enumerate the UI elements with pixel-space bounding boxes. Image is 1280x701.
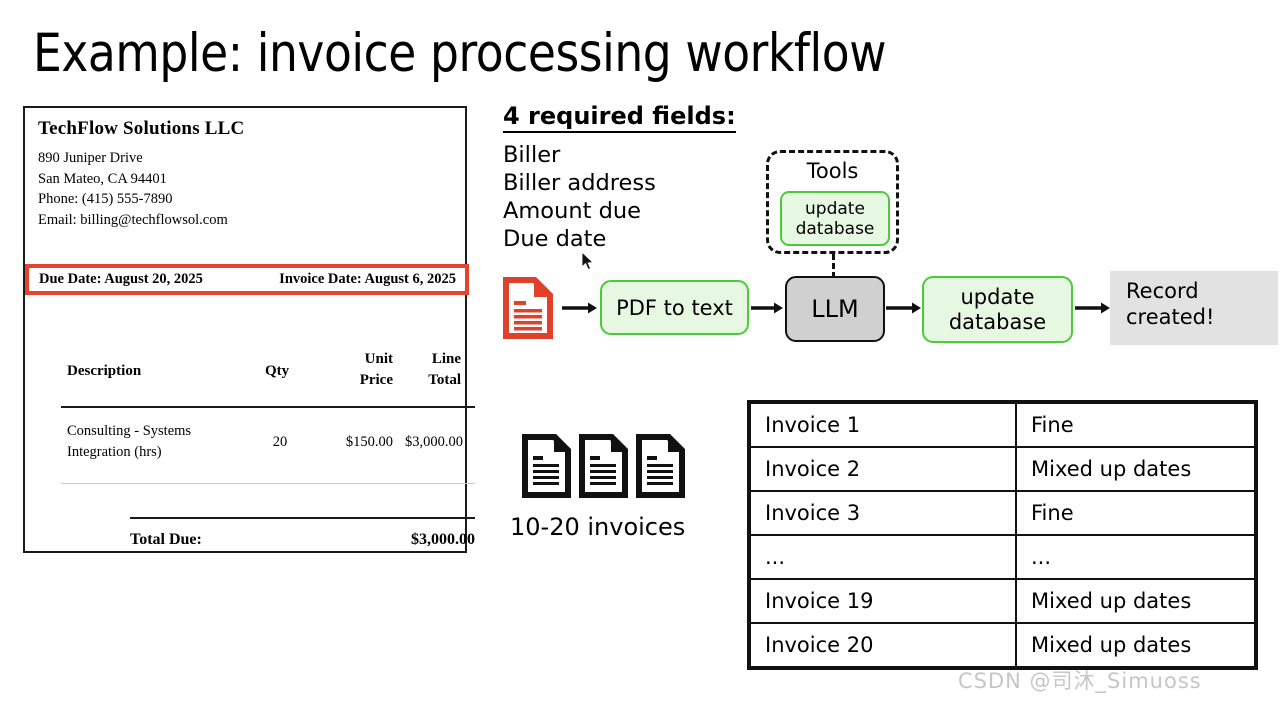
result-outcome: Mixed up dates: [1015, 446, 1256, 492]
total-due-label: Total Due:: [130, 531, 202, 548]
record-created-line-2: created!: [1126, 305, 1215, 329]
required-field-item: Biller address: [503, 170, 656, 196]
table-row: Invoice 2 Mixed up dates: [749, 446, 1256, 492]
result-outcome: Mixed up dates: [1015, 622, 1256, 668]
arrow-pdf2text-to-llm: [751, 302, 783, 314]
column-header-qty: Qty: [265, 363, 290, 379]
tools-label: Tools: [806, 159, 859, 183]
description-line-2: Integration (hrs): [67, 444, 162, 460]
line-total-line-1: Line: [431, 351, 461, 367]
invoice-company-name: TechFlow Solutions LLC: [38, 118, 245, 139]
column-header-unit-price: Unit Price: [337, 349, 393, 391]
tools-to-llm-connector: [832, 254, 835, 278]
invoice-address-line-2: San Mateo, CA 94401: [38, 170, 167, 187]
table-row: Invoice 20 Mixed up dates: [749, 622, 1256, 668]
node-llm-label: LLM: [811, 295, 859, 323]
result-outcome: ...: [1015, 534, 1256, 580]
invoice-stack-label: 10-20 invoices: [510, 513, 686, 541]
required-fields-heading: 4 required fields:: [503, 102, 736, 133]
result-invoice-name: Invoice 19: [749, 578, 1017, 624]
result-outcome: Fine: [1015, 490, 1256, 536]
table-row: Invoice 3 Fine: [749, 490, 1256, 536]
table-header-rule: [61, 406, 475, 408]
column-header-description: Description: [67, 363, 142, 379]
invoice-address-line-1: 890 Juniper Drive: [38, 150, 143, 166]
cell-unit-price: $150.00: [345, 434, 393, 450]
tool-node-text: update database: [796, 199, 875, 239]
required-field-item: Biller: [503, 142, 561, 168]
table-row: Invoice 1 Fine: [749, 402, 1256, 448]
arrow-updatedb-to-record: [1075, 302, 1110, 314]
table-total-rule: [130, 517, 475, 519]
node-llm[interactable]: LLM: [785, 276, 885, 342]
watermark: CSDN @司沐_Simuoss: [958, 669, 1202, 693]
results-table: Invoice 1 Fine Invoice 2 Mixed up dates …: [747, 400, 1258, 670]
table-row: Invoice 19 Mixed up dates: [749, 578, 1256, 624]
table-row: ... ...: [749, 534, 1256, 580]
result-invoice-name: Invoice 20: [749, 622, 1017, 668]
line-total-line-2: Total: [428, 372, 461, 388]
result-outcome: Fine: [1015, 402, 1256, 448]
node-update-database[interactable]: update database: [922, 276, 1073, 343]
invoice-dates-highlight: Due Date: August 20, 2025 Invoice Date: …: [25, 264, 469, 295]
unit-price-line-2: Price: [359, 372, 393, 388]
pdf-document-icon: [503, 277, 553, 339]
result-invoice-name: Invoice 3: [749, 490, 1017, 536]
cell-line-total: $3,000.00: [405, 434, 463, 450]
invoice-phone: Phone: (415) 555-7890: [38, 191, 173, 207]
invoice-document: TechFlow Solutions LLC 890 Juniper Drive…: [23, 106, 475, 553]
required-field-item: Due date: [503, 226, 607, 252]
tool-text-line-1: update: [805, 198, 865, 219]
node-pdf-to-text-label: PDF to text: [616, 295, 733, 320]
update-db-line-1: update: [960, 284, 1035, 309]
mouse-cursor-icon: [581, 251, 595, 271]
required-field-item: Amount due: [503, 198, 641, 224]
invoice-due-date: Due Date: August 20, 2025: [39, 271, 203, 287]
cell-description: Consulting - Systems Integration (hrs): [67, 421, 247, 463]
invoice-contact-block: 890 Juniper Drive San Mateo, CA 94401 Ph…: [38, 148, 228, 230]
unit-price-line-1: Unit: [364, 351, 393, 367]
node-record-created: Record created!: [1110, 271, 1278, 345]
arrow-source-to-pdf2text: [562, 302, 597, 314]
page-title: Example: invoice processing workflow: [33, 23, 887, 84]
required-fields-list: Biller Biller address Amount due Due dat…: [503, 141, 656, 253]
cell-qty: 20: [272, 434, 288, 450]
table-row: Consulting - Systems Integration (hrs) 2…: [47, 421, 463, 471]
table-row-rule: [61, 483, 475, 484]
invoice-issue-date: Invoice Date: August 6, 2025: [279, 271, 456, 287]
tool-update-database[interactable]: update database: [780, 191, 890, 246]
record-created-line-1: Record: [1126, 279, 1199, 303]
invoice-stack-icons: [522, 434, 685, 498]
result-outcome: Mixed up dates: [1015, 578, 1256, 624]
result-invoice-name: ...: [749, 534, 1017, 580]
result-invoice-name: Invoice 1: [749, 402, 1017, 448]
node-pdf-to-text[interactable]: PDF to text: [600, 280, 749, 335]
update-db-line-2: database: [948, 309, 1047, 334]
invoice-table-header: Description Qty Unit Price Line Total: [47, 341, 461, 399]
tool-text-line-2: database: [795, 218, 875, 239]
result-invoice-name: Invoice 2: [749, 446, 1017, 492]
node-update-database-label: update database: [949, 285, 1046, 335]
arrow-llm-to-updatedb: [886, 302, 921, 314]
column-header-line-total: Line Total: [417, 349, 461, 391]
tools-container: Tools update database: [766, 150, 899, 254]
description-line-1: Consulting - Systems: [67, 423, 192, 439]
total-due-value: $3,000.00: [411, 531, 475, 548]
invoice-email: Email: billing@techflowsol.com: [38, 211, 228, 228]
